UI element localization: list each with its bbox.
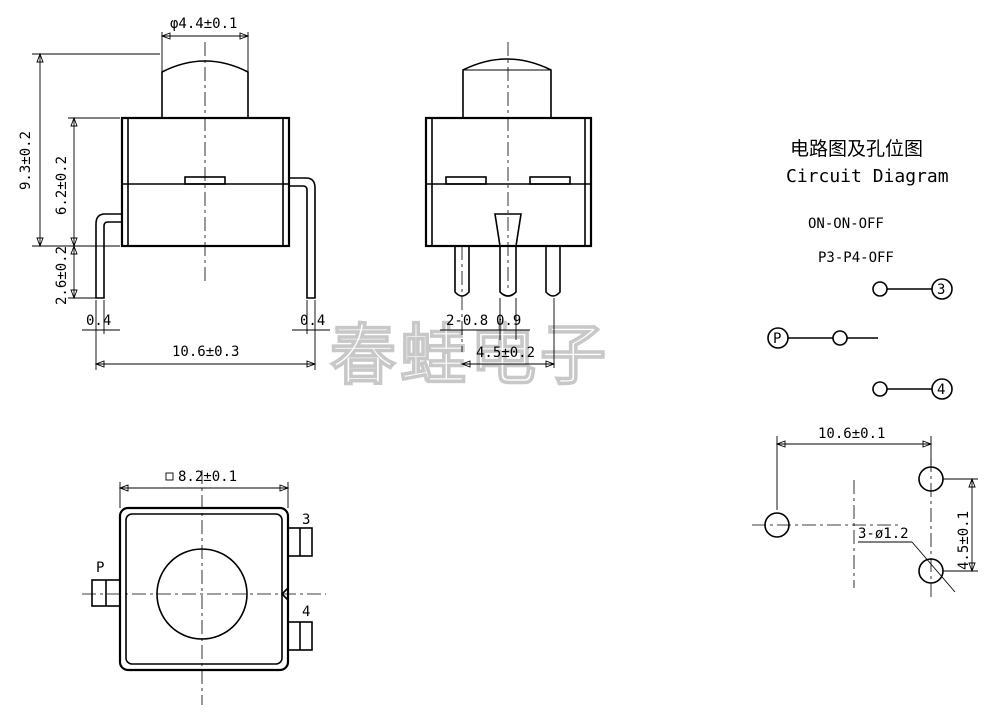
side-body bbox=[424, 116, 593, 248]
hole-layout: 10.6±0.1 4.5±0.1 3-ø1.2 bbox=[752, 426, 978, 598]
dim-total-height: 9.3±0.2 bbox=[18, 131, 34, 190]
dim-pin-width: 0.9 bbox=[496, 313, 521, 329]
dim-cap-diameter: φ4.4±0.1 bbox=[170, 16, 237, 32]
top-view: 3 4 P 8.2±0.1 bbox=[82, 469, 326, 705]
contact-3-terminal bbox=[872, 281, 888, 297]
node-4-label: 4 bbox=[937, 382, 945, 398]
circuit-sequence: P3-P4-OFF bbox=[818, 250, 894, 266]
dim-front-width: 10.6±0.3 bbox=[172, 344, 239, 360]
dim-top-square: 8.2±0.1 bbox=[178, 469, 237, 485]
common-contact bbox=[832, 330, 848, 346]
node-p-label: P bbox=[773, 331, 781, 347]
node-3-circle bbox=[931, 278, 953, 300]
dim-pin-height: 2.6±0.2 bbox=[54, 246, 70, 305]
side-view: 2-0.8 0.9 4.5±0.2 bbox=[424, 42, 593, 368]
top-body bbox=[118, 506, 290, 672]
dim-pin-thickness-left: 0.4 bbox=[86, 313, 111, 329]
dim-pin-thickness-right: 0.4 bbox=[300, 313, 325, 329]
circuit-title-en: Circuit Diagram bbox=[786, 166, 949, 187]
pin-label-3: 3 bbox=[302, 512, 310, 528]
side-slot-left bbox=[445, 176, 487, 185]
front-right-pin bbox=[289, 177, 316, 299]
circuit-diagram: 电路图及孔位图 Circuit Diagram ON-ON-OFF P3-P4-… bbox=[767, 138, 953, 400]
dim-hole-height: 4.5±0.1 bbox=[956, 511, 972, 570]
dim-pin-spec: 2-0.8 bbox=[446, 313, 488, 329]
node-3-label: 3 bbox=[937, 282, 945, 298]
side-pin-right bbox=[545, 246, 561, 297]
front-view: φ4.4±0.1 9.3±0.2 6.2±0.2 2.6±0.2 0.4 0.4… bbox=[18, 16, 330, 370]
side-slot-right bbox=[529, 176, 571, 185]
dim-pin-pitch: 4.5±0.2 bbox=[476, 345, 535, 361]
side-pin-center bbox=[499, 246, 517, 297]
pin-label-p: P bbox=[96, 560, 104, 576]
circuit-title-cn: 电路图及孔位图 bbox=[790, 138, 923, 160]
pin-label-4: 4 bbox=[302, 604, 310, 620]
dim-hole-width: 10.6±0.1 bbox=[818, 426, 885, 442]
contact-4-terminal bbox=[872, 381, 888, 397]
front-left-pin bbox=[95, 213, 122, 299]
dim-hole-count-diameter: 3-ø1.2 bbox=[858, 526, 909, 542]
circuit-mode: ON-ON-OFF bbox=[808, 216, 884, 232]
side-actuator-cap bbox=[462, 58, 552, 118]
node-4-circle bbox=[931, 378, 953, 400]
front-body bbox=[120, 116, 291, 248]
dim-body-height: 6.2±0.2 bbox=[54, 156, 70, 215]
